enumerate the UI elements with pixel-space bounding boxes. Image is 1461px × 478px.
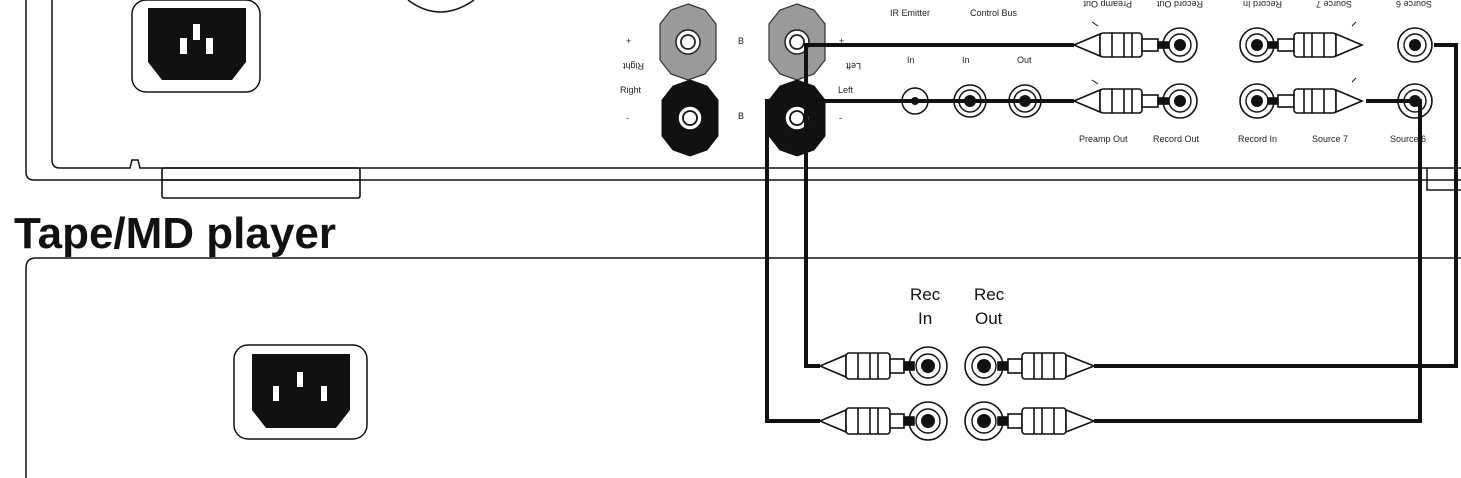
binding-post-left-minus	[768, 79, 826, 157]
plug-preamp-out-top	[1071, 32, 1169, 58]
mirrored-label-source-6: Source 6	[1396, 0, 1432, 9]
cable-4	[1094, 99, 1422, 423]
tape-player-chassis	[25, 257, 1461, 478]
label-source-7: Source 7	[1312, 134, 1348, 144]
label-rec-2: Rec	[974, 285, 1005, 304]
label-preamp-out: Preamp Out	[1079, 134, 1128, 144]
plug-tape-rec-in-top	[817, 352, 915, 380]
mirrored-label-preamp-out: Preamp Out	[1083, 0, 1132, 9]
amp-jack-record-in-top	[1239, 27, 1275, 63]
plugs	[817, 32, 1365, 435]
amp-jack-record-in-bottom	[1239, 83, 1275, 119]
label-minus-right: -	[626, 113, 629, 123]
amp-rca-section: Preamp Out Record Out Record In Source 7…	[1079, 0, 1433, 144]
cable-1	[804, 43, 1074, 368]
label-ir-emitter: IR Emitter	[890, 8, 930, 18]
plug-tape-rec-out-bottom	[997, 407, 1097, 435]
label-minus-left: -	[839, 113, 842, 123]
label-record-in: Record In	[1238, 134, 1277, 144]
amp-power-inlet	[131, 0, 261, 93]
label-bus-in: In	[962, 55, 970, 65]
device-title: Tape/MD player	[14, 209, 336, 258]
amp-jack-source-6-top	[1397, 27, 1433, 63]
amp-knob-edge	[407, 0, 475, 13]
binding-post-left-plus	[768, 3, 826, 81]
plug-tick-marks	[1091, 21, 1357, 85]
tape-jack-rec-in-bottom	[908, 401, 948, 441]
amp-jack-record-out-top	[1162, 27, 1198, 63]
mirrored-label-record-out: Record Out	[1156, 0, 1203, 9]
binding-post-right-plus	[659, 3, 717, 81]
label-out: Out	[975, 309, 1003, 328]
label-b-top: B	[738, 36, 744, 46]
mirrored-label-source-7: Source 7	[1316, 0, 1352, 9]
cable-2	[765, 99, 1074, 423]
cable-3	[1094, 43, 1458, 368]
plug-source-7-bottom	[1267, 88, 1365, 114]
label-record-out: Record Out	[1153, 134, 1200, 144]
mirrored-label-record-in: Record In	[1243, 0, 1282, 9]
label-left-mirrored: Left	[845, 61, 861, 71]
tape-jack-rec-out-top	[964, 346, 1004, 386]
label-in: In	[918, 309, 932, 328]
plug-source-7-top	[1267, 32, 1365, 58]
label-source-6: Source 6	[1390, 134, 1426, 144]
label-right-mirrored: Right	[622, 61, 644, 71]
tape-power-inlet	[233, 344, 368, 440]
label-plus-right: +	[626, 36, 631, 46]
label-rec: Rec	[910, 285, 941, 304]
plug-tape-rec-in-bottom	[817, 407, 915, 435]
plug-preamp-out-bottom	[1071, 88, 1169, 114]
cables	[765, 43, 1458, 423]
label-right: Right	[620, 85, 642, 95]
label-control-bus: Control Bus	[970, 8, 1018, 18]
label-bus-out: Out	[1017, 55, 1032, 65]
speaker-terminals: + B + - B - Right Left Right Left	[620, 3, 861, 157]
plug-tape-rec-out-top	[997, 352, 1097, 380]
label-left: Left	[838, 85, 854, 95]
tape-jack-rec-out-bottom	[964, 401, 1004, 441]
amp-jack-record-out-bottom	[1162, 83, 1198, 119]
binding-post-right-minus	[661, 79, 719, 157]
amplifier-chassis	[25, 0, 1461, 199]
label-plus-left: +	[839, 36, 844, 46]
label-ir-in: In	[907, 55, 915, 65]
label-b-bottom: B	[738, 111, 744, 121]
